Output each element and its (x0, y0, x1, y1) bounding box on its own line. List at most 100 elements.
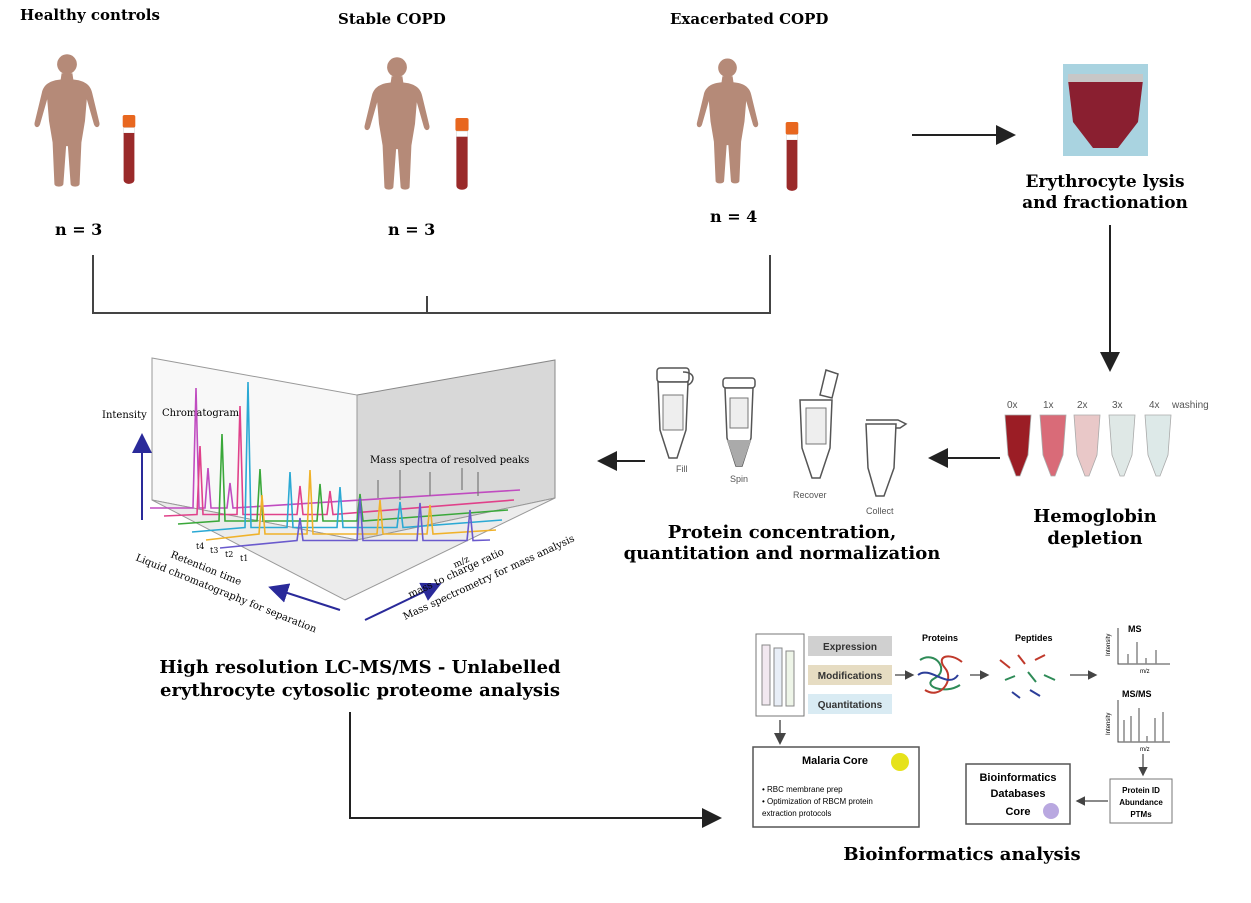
intensity-axis-label: Intensity (102, 410, 147, 421)
malaria-item-3: extraction protocols (762, 809, 831, 818)
lcms-title-line2: erythrocyte cytosolic proteome analysis (160, 680, 560, 701)
box-expression-label: Expression (823, 642, 877, 653)
ms-spectrum-peaks (1127, 642, 1157, 664)
lysis-title-line2: and fractionation (1022, 193, 1188, 213)
bioinformatics-caption: Bioinformatics analysis (843, 844, 1080, 865)
db-line3: Core (1005, 806, 1030, 818)
msms-mz-label: m/z (1140, 747, 1150, 753)
group-bracket (92, 255, 771, 314)
concentration-title-line1: Protein concentration, (668, 522, 897, 543)
lc-trace-5 (219, 497, 491, 549)
wash-label-4x: 4x (1149, 400, 1160, 411)
peak-label-t2: t2 (225, 550, 233, 559)
open-cap (819, 369, 839, 399)
tube-3x (1108, 414, 1136, 477)
ms-spectrum-axes (1117, 628, 1170, 665)
concentration-title-line2: quantitation and normalization (624, 543, 941, 564)
protein-id-line3: PTMs (1130, 810, 1152, 819)
protein-id-line1: Protein ID (1122, 786, 1160, 795)
step-spin: Spin (722, 377, 756, 484)
ms-mz-label: m/z (1140, 669, 1150, 675)
box-modifications (808, 665, 892, 685)
filter-cap (722, 377, 756, 389)
wash-label-0x: 0x (1007, 400, 1018, 411)
peak-label-t1: t1 (240, 554, 248, 563)
step-collect: Collect (865, 419, 908, 516)
group-label: Stable COPD (338, 10, 446, 28)
lc-trace-1 (163, 405, 515, 517)
malaria-logo-icon (891, 753, 909, 771)
hemoglobin-title-line1: Hemoglobin (1033, 506, 1156, 527)
tube-1x (1039, 414, 1067, 477)
gel-lanes (761, 644, 795, 707)
peptide-fragments-icon (999, 654, 1056, 699)
proteins-label: Proteins (922, 633, 958, 643)
step-recover: Recover (793, 369, 839, 500)
human-figure-icon (364, 57, 430, 190)
tube-rim (1068, 74, 1143, 82)
wash-label-2x: 2x (1077, 400, 1088, 411)
filter-cap (656, 367, 690, 383)
filtrate (727, 440, 751, 466)
filter-insert (729, 397, 749, 429)
msms-label: MS/MS (1122, 689, 1152, 699)
group-count: n = 3 (55, 220, 102, 239)
wash-label-3x: 3x (1112, 400, 1123, 411)
malaria-core-title: Malaria Core (802, 755, 868, 767)
collect-cap (866, 419, 908, 429)
human-figure-icon (696, 58, 759, 184)
group-exacerbated-copd: Exacerbated COPD n = 4 (670, 10, 828, 226)
washing-label: washing (1171, 400, 1209, 411)
peak-label-t4: t4 (196, 542, 204, 551)
lysis-photo (1063, 64, 1148, 156)
msms-spectrum-axes (1117, 700, 1170, 743)
peak-layer (150, 381, 521, 549)
group-count: n = 3 (388, 220, 435, 239)
step-fill: Fill (656, 367, 694, 474)
lcms-title-line1: High resolution LC-MS/MS - Unlabelled (159, 657, 561, 678)
retention-axis-arrow (268, 583, 341, 611)
box-modifications-label: Modifications (818, 671, 883, 682)
human-figure-icon (34, 54, 100, 187)
group-count: n = 4 (710, 207, 757, 226)
chromatogram-label: Chromatogram (162, 408, 240, 419)
malaria-item-2: • Optimization of RBCM protein (762, 797, 873, 806)
wash-label-1x: 1x (1043, 400, 1054, 411)
box-expression (808, 636, 892, 656)
mass-spectra-label: Mass spectra of resolved peaks (370, 455, 529, 466)
ms-label: MS (1128, 624, 1142, 634)
tube-4x (1144, 414, 1172, 477)
tube-2x (1073, 414, 1101, 477)
concentration-steps: Fill Spin Recover Collect (656, 367, 908, 516)
hemoglobin-tubes: 0x 1x 2x 3x 4x washing (1004, 400, 1209, 477)
malaria-item-1: • RBC membrane prep (762, 785, 843, 794)
msms-intensity-label: Intensity (1106, 713, 1112, 735)
box-quantitations-label: Quantitations (818, 700, 883, 711)
peak-label-t3: t3 (210, 546, 218, 555)
blood-tube-icon (785, 122, 799, 192)
protein-id-box (1109, 778, 1173, 824)
blood-tube-icon (122, 115, 136, 185)
arrow-to-bioinformatics (349, 712, 722, 828)
collect-tube-icon (865, 423, 897, 497)
lc-trace-4 (205, 469, 497, 541)
msms-spectrum-peaks (1123, 708, 1164, 742)
lc-trace-3 (191, 381, 503, 533)
step-label-spin: Spin (730, 474, 748, 484)
lc-trace-0 (150, 387, 521, 509)
db-line2: Databases (990, 788, 1045, 800)
group-label: Healthy controls (20, 6, 160, 24)
lcms-plot: Intensity Chromatogram Mass spectra of r… (102, 357, 576, 636)
mz-axis-arrow (364, 582, 442, 621)
hemoglobin-title-line2: depletion (1047, 528, 1142, 549)
protein-id-line2: Abundance (1119, 798, 1163, 807)
tube-0x (1004, 414, 1032, 477)
group-healthy: Healthy controls n = 3 (20, 6, 160, 239)
peptides-label: Peptides (1015, 633, 1053, 643)
database-logo-icon (1043, 803, 1059, 819)
step-label-fill: Fill (676, 464, 688, 474)
step-label-recover: Recover (793, 490, 827, 500)
db-line1: Bioinformatics (979, 772, 1056, 784)
group-stable-copd: Stable COPD n = 3 (338, 10, 470, 239)
conical-tube-icon (1068, 80, 1143, 148)
